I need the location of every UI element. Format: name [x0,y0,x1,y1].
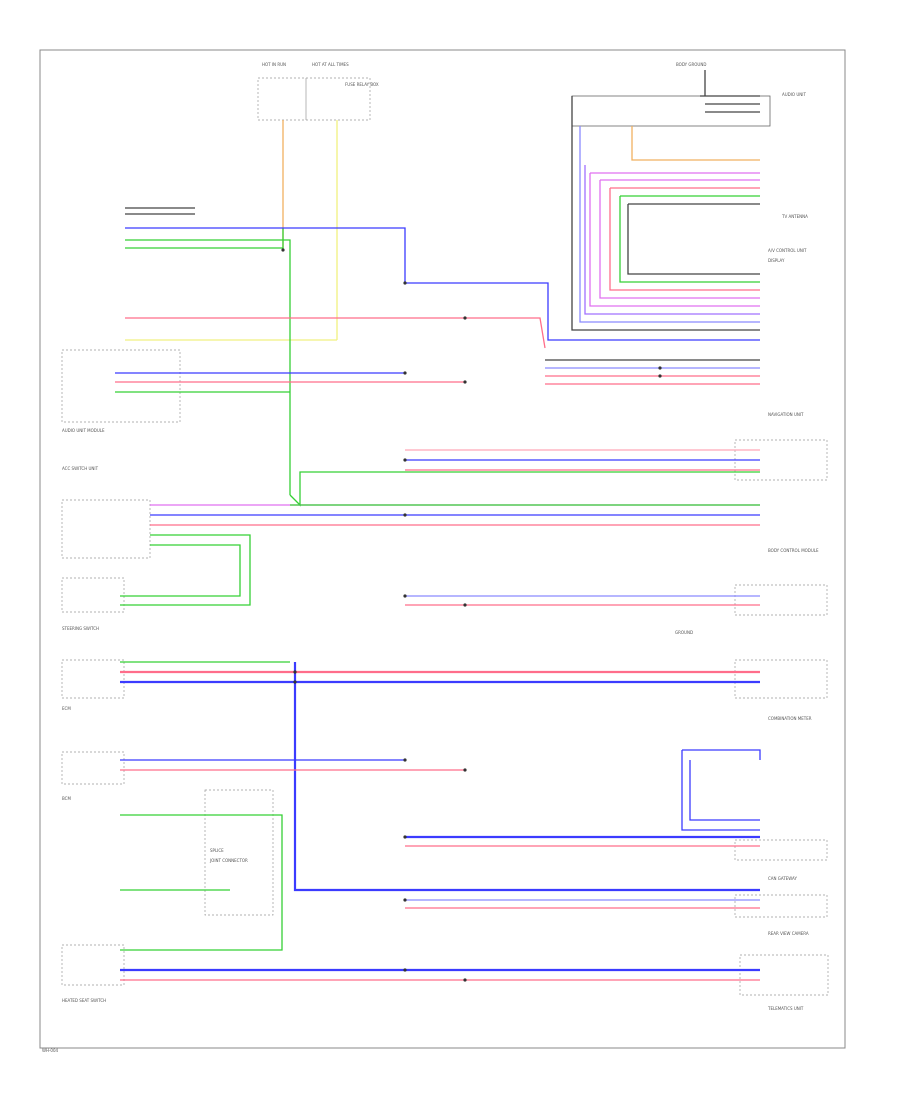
ground-mid-label: GROUND [675,630,693,635]
splice-dot [293,670,297,674]
av-unit-label: A/V CONTROL UNIT [768,248,807,253]
fuse-box-2 [305,77,371,121]
wire-16 [599,180,760,299]
right-module-4-label: CAN GATEWAY [768,876,797,881]
wire-43 [120,544,241,597]
center-switch-box [204,789,274,916]
wire-11 [571,96,760,331]
splice-dot [658,366,662,370]
wire-10 [125,317,546,349]
splice-dot [403,968,407,972]
footer-code: WH-004 [42,1048,58,1053]
splice-dot [463,978,467,982]
wire-15 [589,173,760,307]
tv-antenna-label: TV ANTENNA [781,214,808,219]
right-module-box-2 [734,584,828,616]
fuse-box-label: FUSE RELAY BOX [345,82,379,87]
wire-55 [689,760,760,821]
audio-unit-box [571,95,771,127]
right-module-6-label: TELEMATICS UNIT [767,1006,804,1011]
left-module-box-1 [61,349,181,423]
splice-dot [403,513,407,517]
left-module-box-5 [61,751,125,785]
splice-label-2: JOINT CONNECTOR [209,858,248,863]
ground-top-label: BODY GROUND [676,62,706,67]
wire-50 [293,662,760,892]
left-module-box-4 [61,659,125,699]
wire-18 [619,196,760,283]
splice-dot [403,758,407,762]
wire-38 [289,471,760,507]
splice-dot [403,281,407,285]
wire-12 [579,126,760,323]
wire-42 [120,534,251,606]
splice-dot [293,680,297,684]
wire-8 [125,239,291,495]
top-fuse-2-label: HOT AT ALL TIMES [312,62,349,67]
splice-dot [403,898,407,902]
left-module-2-label: ACC SWITCH UNIT [62,466,99,471]
diagram-frame [39,49,846,1049]
splice-dot [463,603,467,607]
left-module-4-label: ECM [62,706,71,711]
wire-19 [627,204,760,275]
wire-17 [609,188,760,291]
left-module-box-2 [61,499,151,559]
splice-dot [463,380,467,384]
wires-group [115,95,761,982]
right-module-3-label: COMBINATION METER [768,716,812,721]
left-module-box-3 [61,577,125,613]
splice-dot [463,316,467,320]
splice-dot [463,768,467,772]
display-label: DISPLAY [768,258,785,263]
right-module-5-label: REAR VIEW CAMERA [768,931,809,936]
splice-dot [403,371,407,375]
splice-dot [403,458,407,462]
fuse-box-1 [257,77,307,121]
left-module-5-label: BCM [62,796,71,801]
right-module-box-3 [734,659,828,699]
wire-58 [120,814,283,951]
wire-7 [125,227,760,341]
right-module-1-label: NAVIGATION UNIT [768,412,804,417]
right-module-box-6 [739,954,829,996]
right-module-box-5 [734,894,828,918]
right-module-2-label: BODY CONTROL MODULE [768,548,819,553]
left-module-box-6 [61,944,125,986]
splice-dot [403,835,407,839]
splice-dot [658,374,662,378]
wire-53 [682,749,761,760]
right-module-box-4 [734,839,828,861]
left-module-1-label: AUDIO UNIT MODULE [62,428,105,433]
splice-label-1: SPLICE [210,848,224,853]
top-fuse-1-label: HOT IN RUN [262,62,286,67]
left-module-6-label: HEATED SEAT SWITCH [62,998,106,1003]
left-module-3-label: STEERING SWITCH [62,626,99,631]
splice-dot [281,248,285,252]
wire-13 [631,126,760,161]
splice-dot [403,594,407,598]
wire-14 [584,165,760,315]
audio-unit-label: AUDIO UNIT [782,92,806,97]
wire-54 [681,750,760,831]
